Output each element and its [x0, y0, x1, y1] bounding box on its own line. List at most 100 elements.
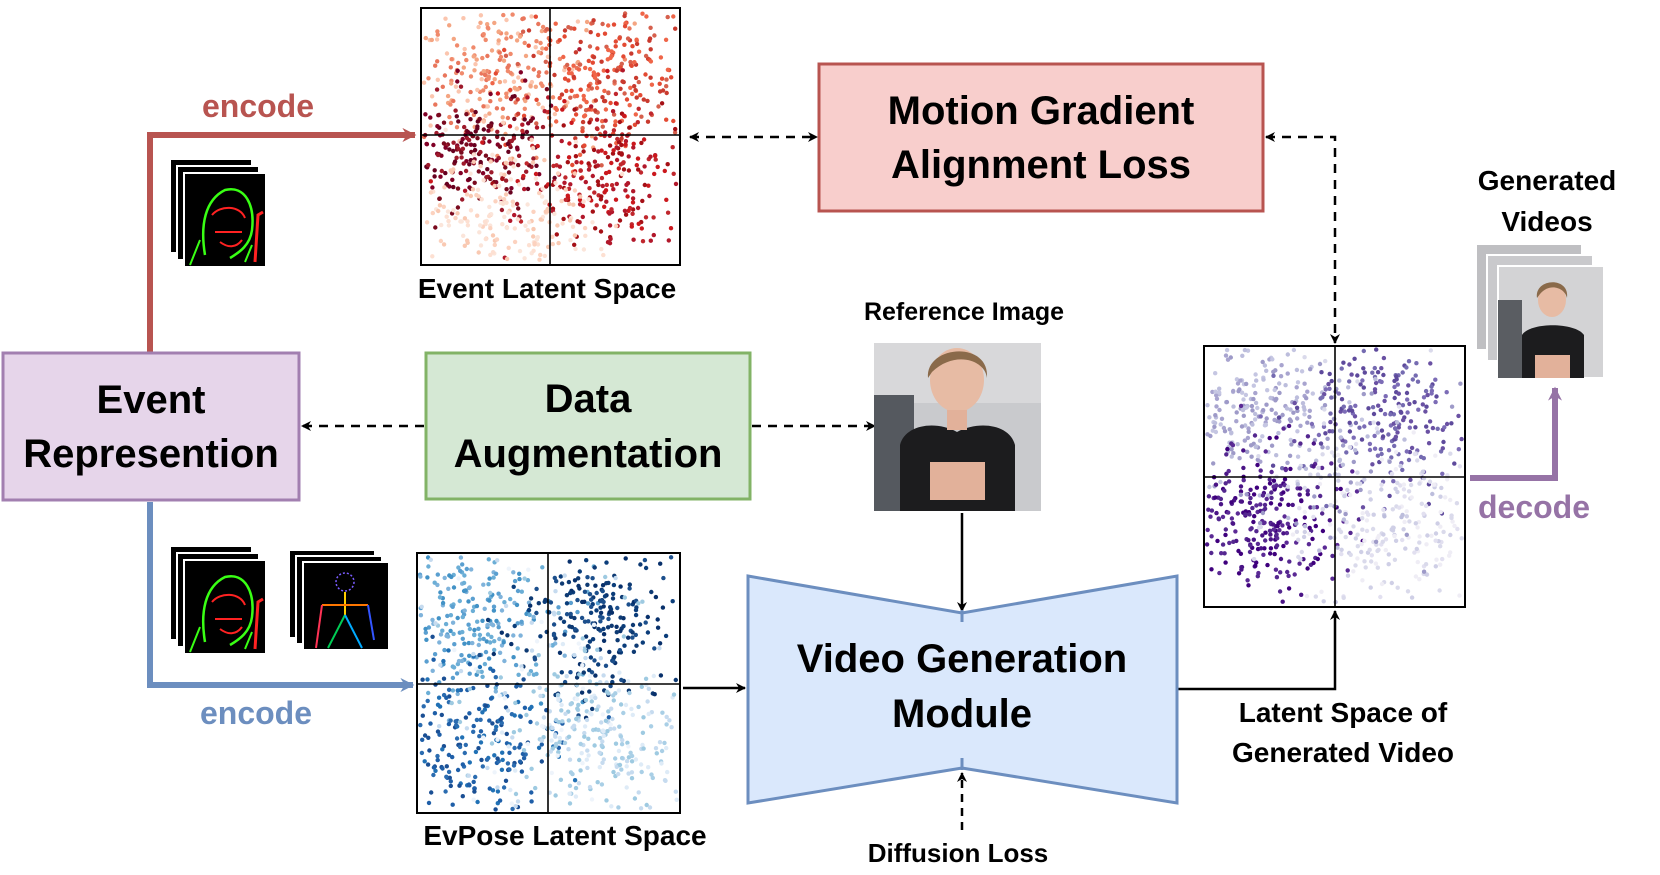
scatter-dot [486, 74, 492, 79]
scatter-dot [569, 88, 574, 94]
scatter-dot [1301, 534, 1307, 540]
scatter-dot [580, 686, 586, 691]
scatter-dot [625, 36, 631, 41]
scatter-dot [476, 746, 481, 751]
scatter-dot [648, 25, 653, 30]
scatter-dot [1294, 529, 1300, 534]
scatter-dot [459, 150, 464, 155]
scatter-dot [421, 80, 427, 85]
scatter-dot [435, 77, 440, 83]
scatter-dot [572, 26, 577, 31]
scatter-dot [1406, 489, 1412, 494]
vgm-line-2: Module [892, 692, 1032, 736]
scatter-dot [585, 748, 590, 753]
scatter-dot [445, 209, 451, 214]
scatter-dot [637, 622, 643, 627]
scatter-dot [1239, 424, 1245, 429]
scatter-dot [461, 16, 466, 21]
scatter-dot [477, 637, 482, 642]
scatter-dot [1435, 426, 1440, 431]
scatter-dot [1361, 385, 1367, 390]
scatter-dot [1392, 378, 1397, 384]
scatter-dot [502, 691, 508, 696]
scatter-dot [1394, 374, 1399, 379]
scatter-dot [648, 59, 654, 64]
scatter-dot [517, 248, 523, 254]
scatter-dot [568, 702, 573, 707]
scatter-dot [480, 618, 485, 623]
scatter-dot [1261, 377, 1266, 382]
scatter-dot [481, 127, 486, 132]
scatter-dot [483, 236, 488, 242]
scatter-dot [1373, 376, 1378, 382]
scatter-dot [455, 767, 461, 773]
scatter-dot [615, 638, 620, 643]
scatter-dot [606, 47, 611, 53]
scatter-dot [594, 117, 600, 122]
scatter-dot [481, 178, 486, 183]
scatter-dot [1310, 391, 1316, 396]
scatter-dot [477, 632, 483, 638]
scatter-dot [467, 626, 473, 632]
scatter-dot [568, 182, 573, 187]
scatter-dot [1268, 395, 1273, 401]
scatter-dot [1286, 423, 1292, 429]
scatter-dot [485, 167, 490, 172]
scatter-dot [608, 683, 613, 689]
scatter-dot [618, 702, 624, 707]
scatter-dot [491, 608, 497, 613]
scatter-dot [1274, 435, 1279, 440]
scatter-dot [497, 183, 502, 189]
scatter-dot [1251, 537, 1257, 542]
scatter-dot [544, 87, 550, 92]
scatter-dot [626, 771, 631, 776]
scatter-dot [497, 693, 502, 698]
scatter-dot [671, 171, 676, 176]
scatter-dot [539, 194, 545, 199]
scatter-dot [572, 233, 578, 238]
scatter-dot [1355, 556, 1360, 561]
scatter-dot [1207, 415, 1212, 420]
scatter-dot [1321, 599, 1326, 604]
scatter-dot [1211, 461, 1216, 466]
scatter-dot [1330, 553, 1335, 559]
scatter-dot [498, 717, 503, 722]
scatter-dot [584, 19, 590, 25]
scatter-dot [1360, 511, 1365, 516]
scatter-dot [632, 122, 638, 128]
scatter-dot [672, 130, 678, 135]
scatter-dot [1392, 533, 1397, 539]
scatter-dot [1390, 507, 1396, 512]
scatter-dot [452, 159, 458, 164]
scatter-dot [582, 646, 587, 651]
scatter-dot [1312, 437, 1318, 443]
scatter-dot [1367, 447, 1373, 453]
scatter-dot [481, 636, 486, 642]
scatter-dot [422, 759, 427, 764]
scatter-dot [1274, 543, 1280, 548]
scatter-dot [512, 85, 517, 91]
scatter-dot [618, 734, 624, 739]
scatter-dot [1302, 485, 1308, 491]
scatter-dot [1353, 448, 1358, 453]
scatter-dot [456, 146, 461, 152]
scatter-dot [1367, 441, 1373, 447]
scatter-dot [470, 608, 476, 614]
event-representation-block: Event Represention [1, 351, 301, 502]
scatter-dot [600, 739, 605, 744]
scatter-dot [1323, 387, 1328, 392]
scatter-dot [1459, 436, 1464, 442]
scatter-dot [1393, 467, 1399, 472]
scatter-dot [1358, 487, 1363, 493]
scatter-dot [1229, 430, 1234, 435]
scatter-dot [478, 13, 484, 18]
scatter-dot [1237, 387, 1242, 392]
scatter-dot [534, 163, 539, 168]
scatter-dot [590, 706, 595, 712]
scatter-dot [1268, 537, 1274, 542]
scatter-dot [488, 123, 494, 128]
scatter-dot [593, 108, 598, 113]
scatter-dot [516, 162, 521, 168]
scatter-dot [1288, 466, 1293, 472]
scatter-dot [1268, 551, 1273, 556]
